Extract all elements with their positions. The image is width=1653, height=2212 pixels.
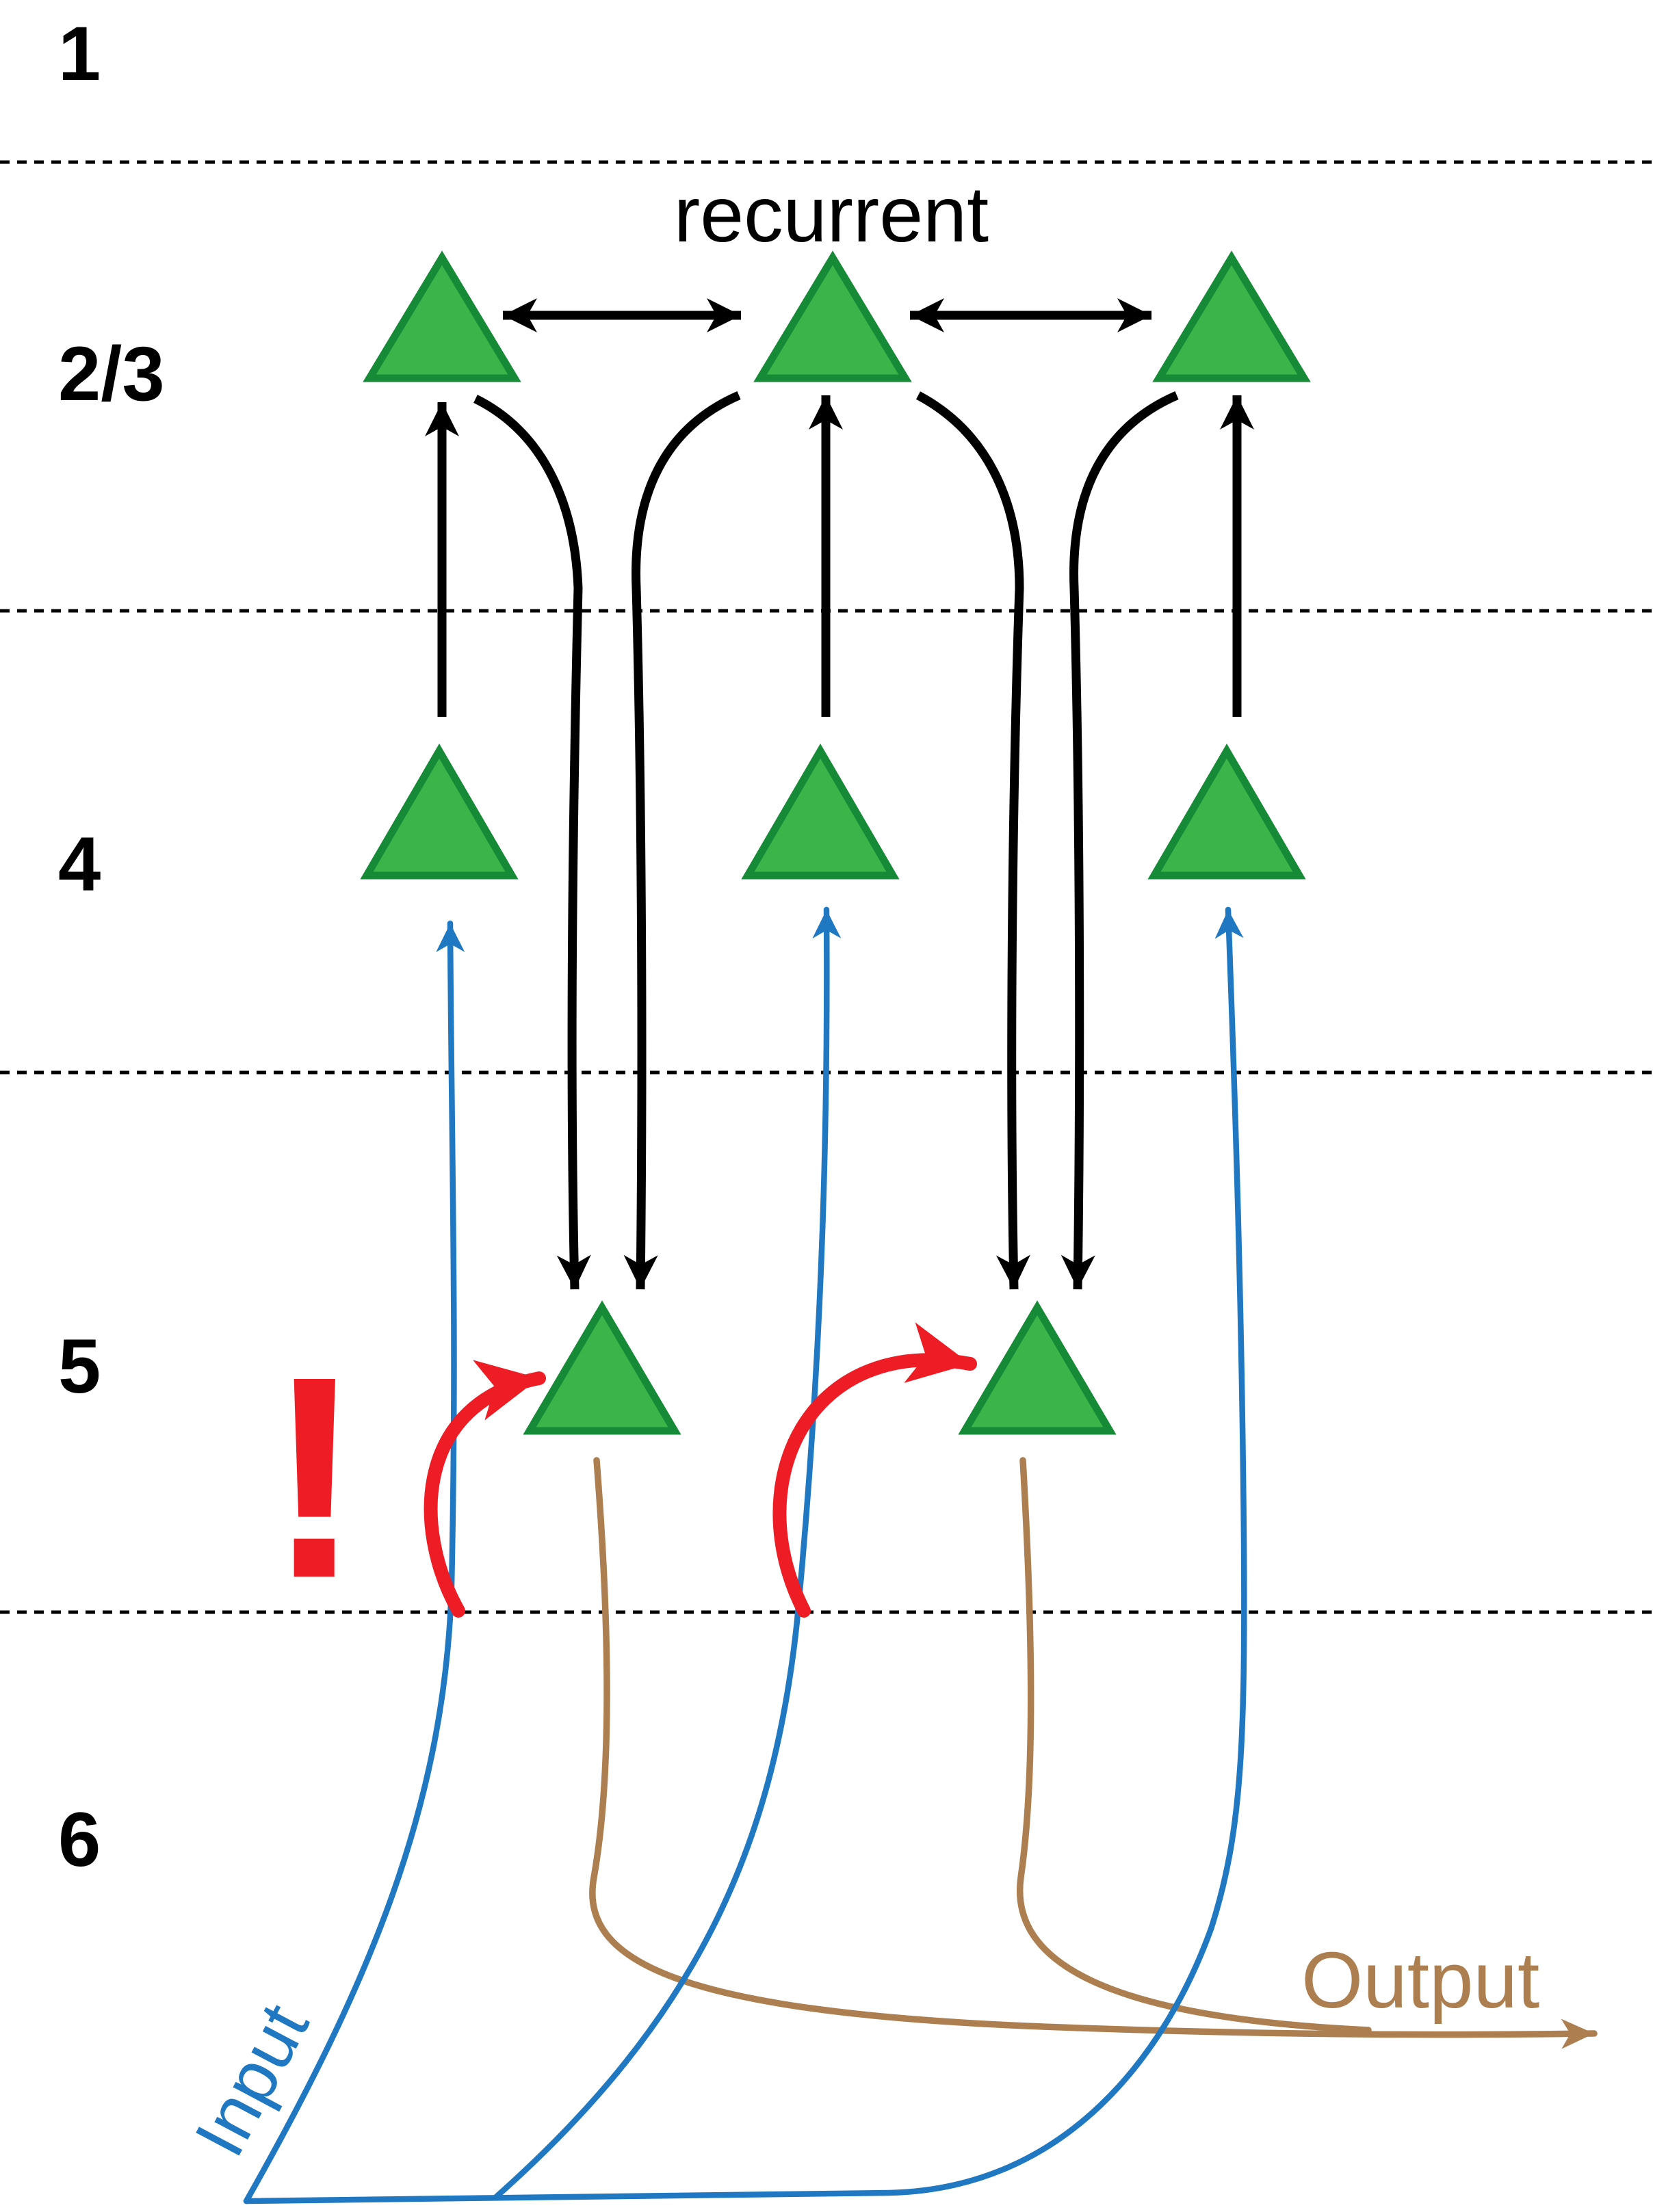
output-path-left: [589, 1457, 1598, 2049]
output-label: Output: [1301, 1936, 1539, 2025]
neuron-l23-right: [1152, 250, 1311, 382]
highlight-arrow-right: [772, 1322, 977, 1618]
neuron-l4-right: [1147, 743, 1306, 880]
neurons: [360, 250, 1311, 1435]
highlight-pathways: !: [267, 1317, 977, 1638]
neuron-l23-middle: [753, 250, 912, 382]
layer-label-2-3: 2/3: [58, 331, 165, 417]
l23-to-l5-arrow-b: [623, 391, 741, 1290]
recurrent-label: recurrent: [674, 171, 989, 259]
input-path-middle: [493, 906, 842, 2200]
output-path-right: [1017, 1457, 1372, 2033]
neuron-l23-left: [363, 250, 521, 382]
neuron-l4-left: [360, 743, 519, 880]
input-path-right: [1208, 906, 1247, 1932]
highlight-arrow-left: [424, 1360, 546, 1618]
l23-to-l5-arrow-a: [473, 395, 591, 1290]
neuron-l5-right: [958, 1300, 1117, 1435]
l23-to-l5-arrow-d: [1060, 391, 1179, 1290]
layer-labels: 1 2/3 4 5 6: [58, 11, 165, 1882]
input-label: Input: [180, 1992, 324, 2169]
layer-label-4: 4: [58, 821, 101, 907]
layer-label-1: 1: [58, 11, 101, 96]
layer-label-5: 5: [58, 1324, 101, 1409]
cortical-connections: [425, 298, 1254, 1290]
input-branch-base: [243, 1925, 1214, 2204]
layer-label-6: 6: [58, 1797, 101, 1882]
input-pathways: [243, 906, 1247, 2204]
output-pathways: [589, 1457, 1598, 2049]
neuron-l5-left: [523, 1300, 681, 1435]
l23-to-l5-arrow-c: [915, 391, 1030, 1290]
exclamation-mark: !: [267, 1317, 363, 1638]
neuron-l4-middle: [741, 743, 900, 880]
